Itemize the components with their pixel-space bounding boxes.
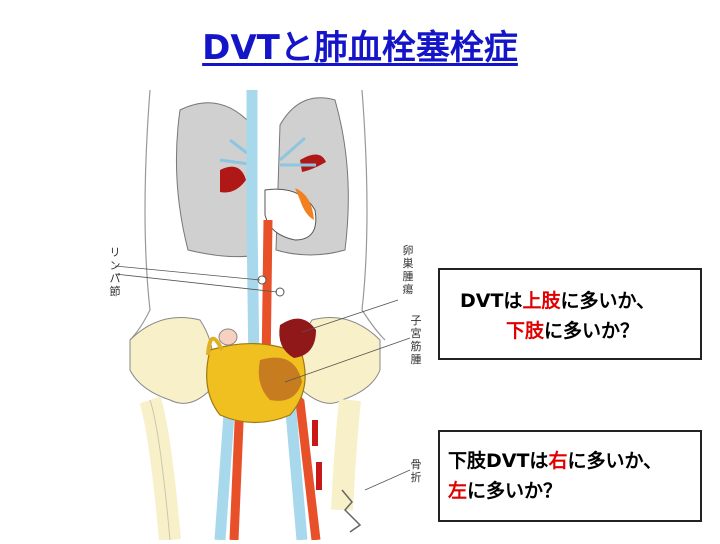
question-box-limb: DVTは上肢に多いか、 下肢に多いか？ [438,268,702,360]
label-ovarian-tumor: 卵巣腫瘍 [402,244,414,296]
ovarian-tumor [279,318,316,358]
anatomy-illustration: リンパ節 卵巣腫瘍 子宮筋腫 骨折 [80,70,440,541]
question2-line2: 左に多いか？ [448,480,563,502]
uterine-myoma [258,357,302,401]
anatomy-diagram [114,89,411,541]
question2-line1: 下肢DVTは右に多いか、 [448,450,663,472]
pelvis-left [129,317,214,404]
lung-thrombus-right [300,154,326,172]
label-fracture: 骨折 [410,458,422,484]
question1-line2: 下肢に多いか？ [506,320,640,342]
question1-line1: DVTは上肢に多いか、 [460,290,656,312]
left-lung [175,102,257,258]
fracture [341,489,362,533]
slide-title: DVTと肺血栓塞栓症 [202,28,518,68]
leg-thrombus-lower [316,462,322,490]
leg-thrombus-upper [312,420,318,446]
lung-thrombus-left [220,166,246,193]
question-box-side: 下肢DVTは右に多いか、 左に多いか？ [438,430,702,522]
label-uterine-myoma: 子宮筋腫 [410,314,422,366]
label-lymph-node: リンパ節 [109,246,121,298]
